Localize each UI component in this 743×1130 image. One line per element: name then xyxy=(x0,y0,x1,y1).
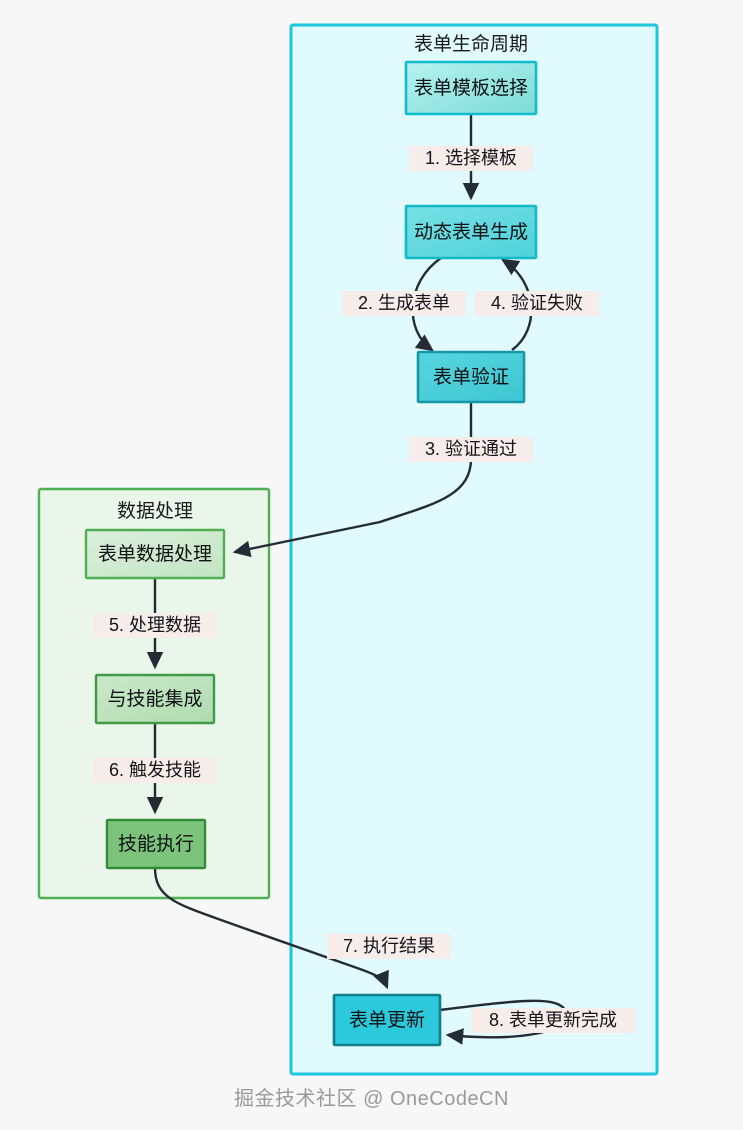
edge-label-update-complete-text: 8. 表单更新完成 xyxy=(489,1010,617,1030)
node-form-validate[interactable]: 表单验证 xyxy=(416,350,526,404)
node-form-validate-label: 表单验证 xyxy=(433,366,509,388)
edge-label-select-template: 1. 选择模板 xyxy=(409,146,533,171)
node-form-template-select[interactable]: 表单模板选择 xyxy=(404,60,538,116)
node-form-template-select-label: 表单模板选择 xyxy=(414,77,528,99)
edge-label-execution-result: 7. 执行结果 xyxy=(327,934,451,959)
edge-label-bg xyxy=(93,758,217,783)
subgraph-form-lifecycle-title: 表单生命周期 xyxy=(414,33,528,55)
edge-execution-result xyxy=(153,867,389,990)
node-skill-execute-box[interactable] xyxy=(105,818,207,870)
node-form-update-label: 表单更新 xyxy=(349,1009,425,1031)
edge-label-bg xyxy=(409,146,533,171)
edge-label-bg xyxy=(471,1008,635,1033)
edge-label-bg xyxy=(475,291,599,316)
edge-label-bg xyxy=(409,437,533,462)
edge-label-validate-failed-text: 4. 验证失败 xyxy=(491,293,583,313)
edge-validate-passed xyxy=(232,402,473,558)
edge-label-select-template-text: 1. 选择模板 xyxy=(425,148,517,168)
subgraph-form-lifecycle: 表单生命周期 xyxy=(289,23,659,1076)
edge-label-trigger-skill-text: 6. 触发技能 xyxy=(109,760,201,780)
edge-label-generate-form-text: 2. 生成表单 xyxy=(358,293,450,313)
edge-label-bg xyxy=(93,613,217,638)
node-skill-integration-box[interactable] xyxy=(94,673,216,725)
edge-label-update-complete: 8. 表单更新完成 xyxy=(471,1008,635,1033)
edge-label-bg xyxy=(342,291,466,316)
node-form-data-process-box[interactable] xyxy=(84,528,226,580)
node-skill-integration-label: 与技能集成 xyxy=(107,688,202,710)
edge-label-bg xyxy=(327,934,451,959)
edge-label-process-data-text: 5. 处理数据 xyxy=(109,615,201,635)
node-dynamic-form-generate-label: 动态表单生成 xyxy=(414,221,528,243)
edge-label-validate-passed-text: 3. 验证通过 xyxy=(425,439,517,459)
edge-label-execution-result-text: 7. 执行结果 xyxy=(343,936,435,956)
node-skill-integration[interactable]: 与技能集成 xyxy=(94,673,216,725)
edge-label-generate-form: 2. 生成表单 xyxy=(342,291,466,316)
node-form-data-process[interactable]: 表单数据处理 xyxy=(84,528,226,580)
edge-label-validate-failed: 4. 验证失败 xyxy=(475,291,599,316)
edge-label-process-data: 5. 处理数据 xyxy=(93,613,217,638)
node-form-update[interactable]: 表单更新 xyxy=(332,993,442,1047)
node-skill-execute[interactable]: 技能执行 xyxy=(105,818,207,870)
subgraph-data-processing-title: 数据处理 xyxy=(117,500,193,522)
node-form-template-select-box[interactable] xyxy=(404,60,538,116)
node-form-update-box[interactable] xyxy=(332,993,442,1047)
node-dynamic-form-generate-box[interactable] xyxy=(404,204,538,260)
node-skill-execute-label: 技能执行 xyxy=(118,833,194,855)
edge-label-group: 1. 选择模板 2. 生成表单 4. 验证失败 3. 验证通过 5. 处理数据 … xyxy=(93,146,635,1033)
watermark-text: 掘金技术社区 @ OneCodeCN xyxy=(234,1088,509,1110)
edge-label-validate-passed: 3. 验证通过 xyxy=(409,437,533,462)
node-dynamic-form-generate[interactable]: 动态表单生成 xyxy=(404,204,538,260)
node-form-validate-box[interactable] xyxy=(416,350,526,404)
subgraph-form-lifecycle-box xyxy=(289,23,659,1076)
edge-label-trigger-skill: 6. 触发技能 xyxy=(93,758,217,783)
node-form-data-process-label: 表单数据处理 xyxy=(98,543,212,565)
